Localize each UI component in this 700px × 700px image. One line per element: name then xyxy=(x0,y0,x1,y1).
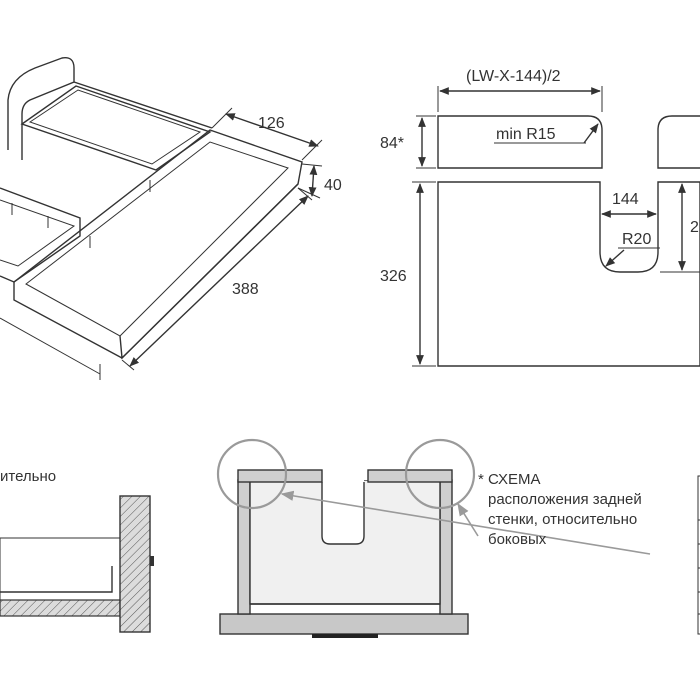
scheme-note-line-4: боковых xyxy=(488,531,547,548)
tray-left-bin-inner xyxy=(0,199,76,267)
section-caption: ительно xyxy=(0,468,56,485)
ext-line xyxy=(121,359,135,371)
panel-lower-body xyxy=(437,181,700,367)
scheme-base-slot xyxy=(312,634,378,638)
tray-long-bin xyxy=(13,129,303,359)
scheme-note-line-2: расположения задней xyxy=(488,491,642,508)
panel-top-right-block xyxy=(657,115,700,169)
scheme-top-right-rail xyxy=(367,469,453,483)
dim-line-height xyxy=(308,165,318,197)
dim-label-radius-cutout: R20 xyxy=(622,231,651,248)
scheme-base-plate xyxy=(219,613,469,635)
radius-arrow xyxy=(605,249,625,267)
dim-line-length xyxy=(129,195,309,367)
dim-line-partial xyxy=(0,317,101,375)
tray-back-panel xyxy=(7,57,75,160)
tray-back-panel-top xyxy=(73,81,213,129)
dim-label-total-height: 326 xyxy=(380,268,407,285)
panel-top-left-block xyxy=(437,115,603,169)
tray-long-bin-edge xyxy=(119,183,299,360)
section-drawer-bottom xyxy=(0,599,121,617)
radius-arrow xyxy=(583,123,599,144)
dim-label-cutout-depth: 2 xyxy=(690,219,699,236)
scheme-left-side xyxy=(237,479,251,615)
section-drawer-box xyxy=(0,537,121,601)
scheme-cutout-mask xyxy=(250,470,440,544)
dim-label-height: 40 xyxy=(324,177,342,194)
scheme-top-left-rail xyxy=(237,469,323,483)
dim-label-radius-top: min R15 xyxy=(496,126,556,143)
dim-label-width: 126 xyxy=(258,115,285,132)
tray-left-bin xyxy=(0,187,81,283)
ext-line xyxy=(297,187,321,199)
scheme-view: * СХЕМА расположения задней стенки, отно… xyxy=(216,438,651,638)
ext-line xyxy=(301,163,323,167)
section-runner-profile xyxy=(0,566,113,593)
tray-back-compartment xyxy=(20,85,212,171)
section-cabinet-wall xyxy=(119,495,151,633)
dim-label-top-width: (LW-X-144)/2 xyxy=(466,68,561,85)
scheme-note-line-1: * СХЕМА xyxy=(478,471,541,488)
tray-long-bin-inner xyxy=(25,141,289,337)
ext-line xyxy=(301,139,323,161)
dim-line-width xyxy=(225,113,319,147)
tray-back-compartment-inner xyxy=(28,89,202,165)
scheme-pointer-right xyxy=(457,502,479,537)
dim-label-cutout-width: 144 xyxy=(612,191,639,208)
tray-isometric-view: 126 40 388 xyxy=(0,57,342,380)
scheme-cutout xyxy=(321,482,365,545)
scheme-pointer-left xyxy=(280,490,651,555)
section-view: ительно xyxy=(0,468,154,633)
ext-line xyxy=(211,107,233,129)
scheme-detail-circle-right xyxy=(404,438,476,510)
dim-label-length: 388 xyxy=(232,281,259,298)
scheme-note-line-3: стенки, относительно xyxy=(488,511,637,528)
scheme-right-side xyxy=(439,479,453,615)
section-fastener xyxy=(150,556,154,566)
ext-line xyxy=(297,187,313,201)
scheme-detail-circle-left xyxy=(216,438,288,510)
table-border xyxy=(697,475,700,635)
back-panel-view: (LW-X-144)/2 min R15 84* 144 R20 2 326 xyxy=(380,68,700,367)
dim-label-top-height: 84* xyxy=(380,135,404,152)
